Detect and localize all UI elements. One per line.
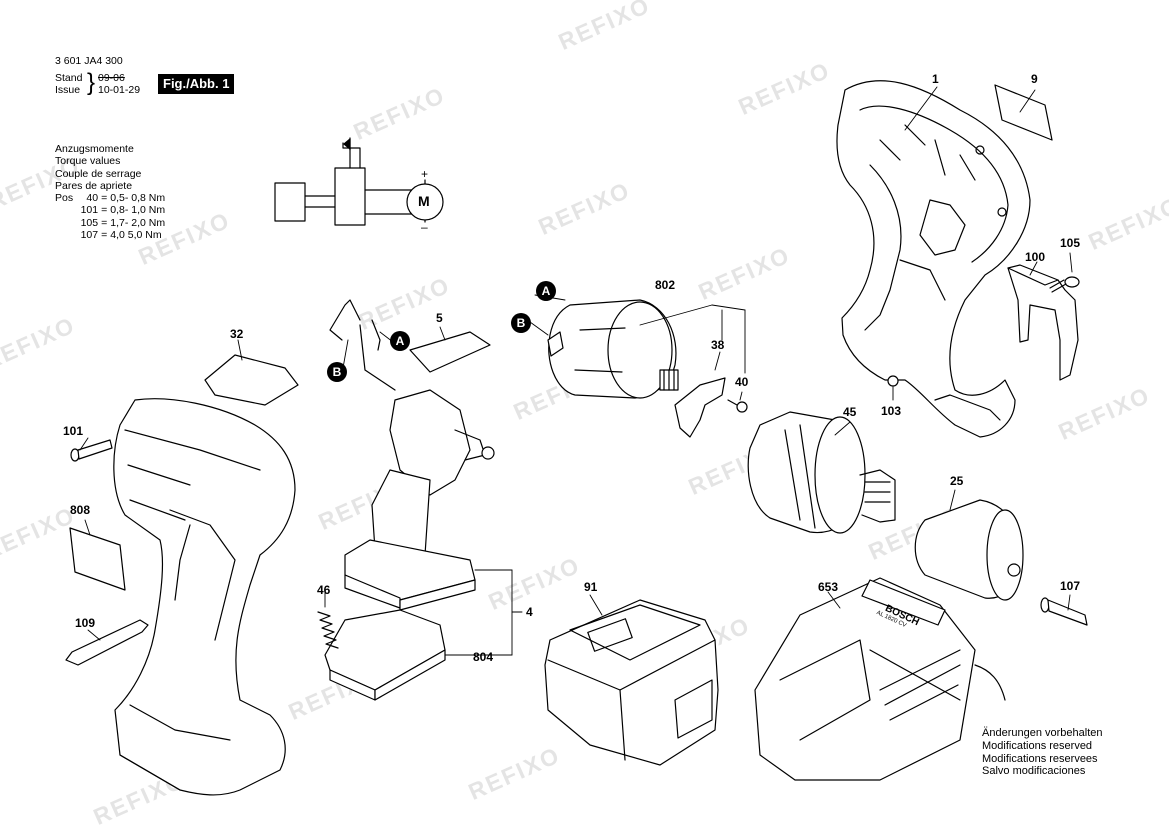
part-label-1: 1 <box>932 72 939 86</box>
part-label-100: 100 <box>1025 250 1046 264</box>
part-label-101: 101 <box>63 424 84 438</box>
housing-part <box>113 398 296 796</box>
screw-part <box>1040 597 1088 626</box>
old-date: 09-06 <box>98 72 125 84</box>
torque-heading: Torque values <box>55 155 121 168</box>
modifications-note: Änderungen vorbehalten Modifications res… <box>982 727 1103 778</box>
label-sticker-part <box>69 527 126 591</box>
part-label-38: 38 <box>711 338 725 352</box>
gear-plate-part <box>674 377 726 438</box>
torque-heading: Couple de serrage <box>55 167 142 180</box>
battery-part <box>544 599 719 766</box>
screw-part <box>727 399 748 413</box>
torque-heading: Anzugsmomente <box>55 143 134 155</box>
part-label-40: 40 <box>735 375 749 389</box>
part-label-91: 91 <box>584 580 598 594</box>
part-label-653: 653 <box>818 580 839 594</box>
part-label-107: 107 <box>1060 579 1081 593</box>
belt-clip-part <box>1007 264 1079 381</box>
screw-part <box>70 439 113 462</box>
contact-plate-part <box>324 609 446 701</box>
callout-b: B <box>327 362 347 382</box>
gearbox-part <box>747 411 896 534</box>
part-label-808: 808 <box>70 503 91 517</box>
switch-assembly-part <box>329 299 495 611</box>
part-label-32: 32 <box>230 327 244 341</box>
screw-part <box>1049 276 1080 293</box>
stand-label: Stand <box>55 72 83 84</box>
torque-table: Pos 40 = 0,5- 0,8 Nm 101 = 0,8- 1,0 Nm 1… <box>55 192 168 241</box>
spring-part <box>317 611 339 649</box>
issue-label: Issue <box>55 84 81 96</box>
minus-sign: – <box>421 220 428 234</box>
part-label-5: 5 <box>436 311 443 325</box>
part-label-804: 804 <box>473 650 494 664</box>
torque-values: Anzugsmomente Torque values Couple de se… <box>55 143 168 241</box>
part-number: 3 601 JA4 300 <box>55 55 123 67</box>
part-label-109: 109 <box>75 616 96 630</box>
motor-symbol-label: M <box>418 193 430 209</box>
torque-heading: Pares de apriete <box>55 179 133 192</box>
switch-part <box>204 354 299 406</box>
chuck-part <box>914 499 1024 601</box>
part-label-9: 9 <box>1031 72 1038 86</box>
button-part <box>409 331 491 373</box>
charger-part <box>754 577 1006 781</box>
part-label-105: 105 <box>1060 236 1081 250</box>
part-label-103: 103 <box>881 404 902 418</box>
wiring-schematic <box>274 137 444 226</box>
leader-lines <box>79 86 1073 656</box>
torque-row: 107 = 4,0 5,0 Nm <box>80 229 162 242</box>
part-label-802: 802 <box>655 278 676 292</box>
bit-part <box>65 619 149 666</box>
label-sticker-part <box>994 84 1053 141</box>
motor-part <box>547 299 679 399</box>
torque-row: Pos 40 = 0,5- 0,8 Nm <box>55 192 166 205</box>
new-date: 10-01-29 <box>98 84 141 96</box>
nut-part <box>887 375 899 387</box>
plus-sign: + <box>421 167 429 181</box>
housing-half-part <box>836 80 1031 438</box>
callout-a: A <box>536 281 556 301</box>
callout-a: A <box>390 331 410 351</box>
torque-row: 105 = 1,7- 2,0 Nm <box>80 216 166 229</box>
part-label-46: 46 <box>317 583 331 597</box>
torque-row: 101 = 0,8- 1,0 Nm <box>80 204 166 217</box>
part-label-25: 25 <box>950 474 964 488</box>
callout-b: B <box>511 313 531 333</box>
part-label-45: 45 <box>843 405 857 419</box>
part-label-4: 4 <box>526 605 533 619</box>
figure-label: Fig./Abb. 1 <box>158 74 235 94</box>
